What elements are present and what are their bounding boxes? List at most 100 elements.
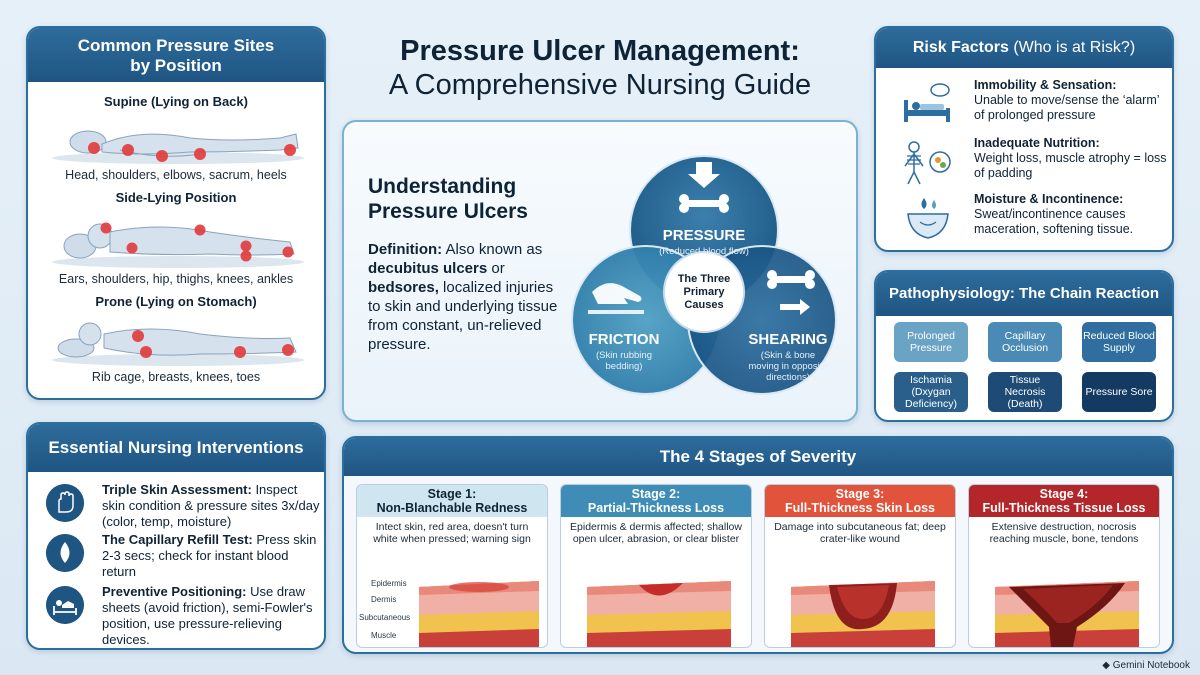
title-line2: A Comprehensive Nursing Guide	[388, 69, 812, 101]
pressure-sites-heading-line1: Common Pressure Sites	[77, 36, 275, 55]
term-bedsores: bedsores,	[368, 279, 439, 296]
svg-text:directions): directions)	[766, 372, 810, 383]
interventions-heading: Essential Nursing Interventions	[28, 424, 324, 472]
side-lying-caption: Ears, shoulders, hip, thighs, knees, ank…	[58, 272, 294, 286]
shoulder-spot	[122, 144, 134, 156]
prone-figure	[52, 322, 304, 366]
chain-step: Prolonged Pressure	[894, 322, 968, 362]
stages-heading: The 4 Stages of Severity	[344, 438, 1172, 476]
stage-1-skin-diagram	[419, 581, 539, 647]
pressure-sites-heading: Common Pressure Sites by Position	[28, 28, 324, 82]
intervention-text: Use draw sheets (avoid friction), semi-F…	[102, 584, 313, 647]
breast-spot	[140, 346, 152, 358]
pressure-sites-heading-line2: by Position	[130, 56, 222, 75]
risk-item-nutrition: Inadequate Nutrition: Weight loss, muscl…	[900, 136, 1170, 190]
side-lying-title: Side-Lying Position	[115, 190, 237, 205]
right-arrow-icon	[780, 299, 810, 315]
sacrum-spot	[194, 148, 206, 160]
pressure-label: PRESSURE	[663, 227, 746, 244]
risk-factors-heading: Risk Factors (Who is at Risk?)	[876, 28, 1172, 68]
stage-4-panel: Stage 4: Full-Thickness Tissue Loss Exte…	[968, 484, 1160, 648]
risk-item-moisture: Moisture & Incontinence: Sweat/incontine…	[900, 192, 1170, 246]
stage-2-description: Epidermis & dermis affected; shallow ope…	[570, 521, 742, 545]
bone-icon	[679, 194, 729, 213]
supine-caption: Head, shoulders, elbows, sacrum, heels	[65, 168, 287, 182]
stage-4-header: Stage 4: Full-Thickness Tissue Loss	[969, 485, 1159, 517]
hand-icon	[592, 283, 642, 304]
stage-4-description: Extensive destruction, nocrosis reaching…	[989, 521, 1139, 545]
risk-text: Sweat/incontinence causes maceration, so…	[974, 207, 1134, 236]
intervention-title: The Capillary Refill Test:	[102, 532, 253, 547]
knee-spot	[240, 240, 252, 252]
bed-icon	[904, 83, 950, 122]
svg-text:Causes: Causes	[684, 299, 723, 311]
ankle-spot	[282, 246, 294, 258]
definition-text: Definition: Also known as decubitus ulce…	[368, 241, 558, 353]
heel-spot	[284, 144, 296, 156]
risk-item-immobility: Immobility & Sensation: Unable to move/s…	[900, 78, 1170, 132]
down-arrow-icon	[688, 162, 720, 188]
stage-3-skin-diagram	[791, 581, 935, 647]
stage-4-skin-diagram	[995, 581, 1139, 647]
brand-watermark: ◆ Gemini Notebook	[1102, 660, 1190, 671]
pressure-sublabel: (Reduced blood flow)	[659, 246, 749, 257]
risk-text: Weight loss, muscle atrophy = loss of pa…	[974, 151, 1167, 180]
elbow-spot	[156, 150, 168, 162]
layer-label-dermis: Dermis	[371, 595, 397, 604]
chain-step: Capillary Occlusion	[988, 322, 1062, 362]
chain-step: Reduced Blood Supply	[1082, 322, 1156, 362]
risk-text: Unable to move/sense the ‘alarm’ of prol…	[974, 93, 1160, 122]
patient-bed-icon	[46, 586, 84, 624]
shearing-bone-icon	[767, 270, 815, 289]
chain-step: Pressure Sore	[1082, 372, 1156, 412]
intervention-title: Triple Skin Assessment:	[102, 482, 252, 497]
svg-text:(Skin & bone: (Skin & bone	[761, 350, 815, 361]
intervention-text: Inspect skin condition & pressure sites …	[102, 482, 320, 529]
understanding-heading: Understanding Pressure Ulcers	[368, 175, 528, 223]
layer-label-subcutaneous: Subcutaneous	[359, 613, 411, 622]
term-decubitus: decubitus ulcers	[368, 260, 488, 277]
page-title: Pressure Ulcer Management: A Comprehensi…	[340, 34, 860, 102]
stage-2-skin-diagram	[587, 581, 731, 647]
hip-spot	[194, 224, 206, 236]
head-spot	[88, 142, 100, 154]
supine-title: Supine (Lying on Back)	[104, 94, 248, 109]
chain-step: Ischamia (Dxygan Deficiency)	[894, 372, 968, 412]
diaper-droplet-icon	[907, 198, 949, 239]
supine-figure	[52, 130, 304, 164]
friction-label: FRICTION	[589, 331, 660, 348]
svg-text:Primary: Primary	[684, 286, 726, 298]
layer-label-epidermis: Epidermis	[371, 579, 407, 588]
ear-spot	[100, 222, 112, 234]
toe-spot	[282, 344, 294, 356]
stage-1-description: Intect skin, red area, doesn't turn whit…	[373, 521, 531, 545]
stage-3-header: Stage 3: Full-Thickness Skin Loss	[765, 485, 955, 517]
title-line1: Pressure Ulcer Management:	[400, 35, 800, 67]
stage-3-panel: Stage 3: Full-Thickness Skin Loss Damage…	[764, 484, 956, 648]
pressure-sites-card: Common Pressure Sites by Position Supine…	[26, 26, 326, 400]
svg-text:bedding): bedding)	[606, 361, 643, 372]
venn-center-label: The Three	[678, 273, 731, 285]
side-lying-figure	[52, 222, 304, 268]
prone-caption: Rib cage, breasts, knees, toes	[91, 370, 261, 384]
understanding-card: Understanding Pressure Ulcers Definition…	[342, 120, 858, 422]
hand-icon	[46, 484, 84, 522]
causes-venn-diagram: PRESSURE (Reduced blood flow) FRICTION (…	[571, 155, 837, 395]
stages-card: The 4 Stages of Severity Stage 1: Non-Bl…	[342, 436, 1174, 654]
stage-1-header: Stage 1: Non-Blanchable Redness	[357, 485, 547, 517]
shearing-label: SHEARING	[748, 331, 827, 348]
interventions-card: Essential Nursing Interventions Triple S…	[26, 422, 326, 650]
intervention-text: Press skin 2-3 secs; check for instant b…	[102, 532, 317, 579]
risk-title: Moisture & Incontinence:	[974, 192, 1124, 206]
pathophysiology-card: Pathophysiology: The Chain Reaction Prol…	[874, 270, 1174, 422]
stage-3-description: Damage into subcutaneous fat; deep crate…	[774, 521, 946, 545]
droplet-icon	[46, 534, 84, 572]
layer-label-muscle: Muscle	[371, 631, 397, 640]
stage-2-header: Stage 2: Partial-Thickness Loss	[561, 485, 751, 517]
skeleton-icon	[904, 141, 951, 185]
svg-text:(Skin rubbing: (Skin rubbing	[596, 350, 652, 361]
intervention-title: Preventive Positioning:	[102, 584, 247, 599]
ribcage-spot	[132, 330, 144, 342]
prone-title: Prone (Lying on Stomach)	[95, 294, 257, 309]
svg-text:moving in opposite: moving in opposite	[748, 361, 827, 372]
